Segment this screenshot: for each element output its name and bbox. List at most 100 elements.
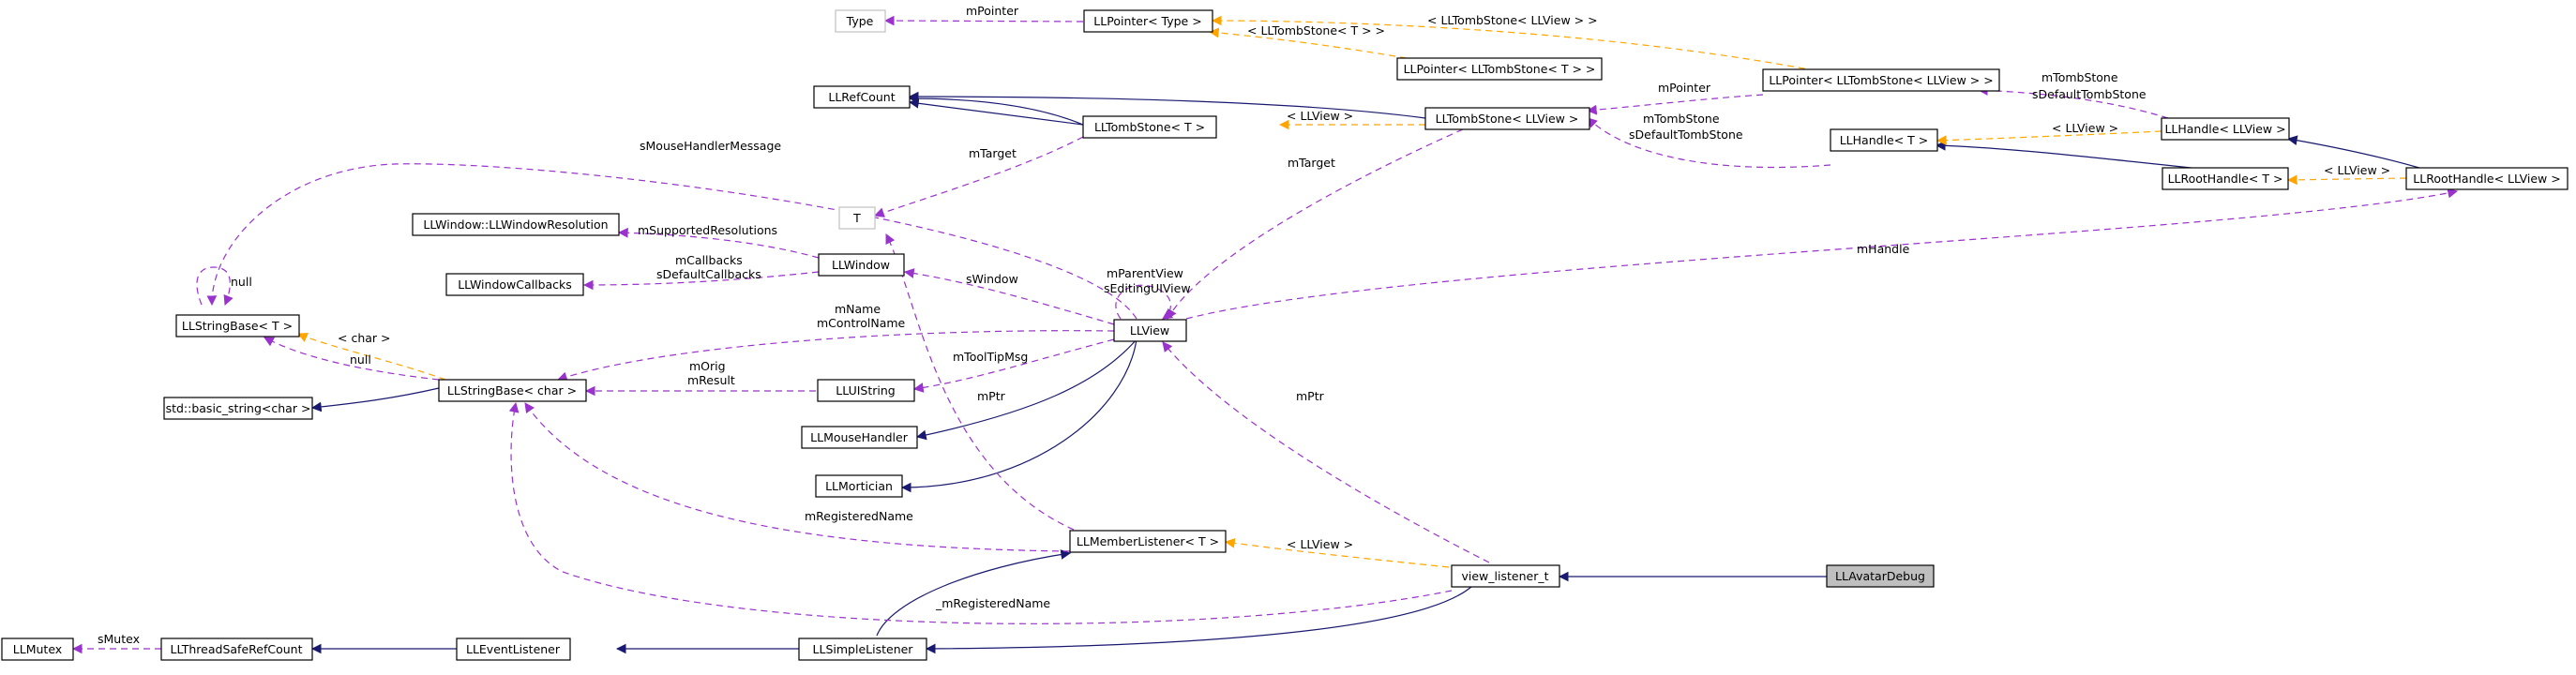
node-lluistring[interactable]: LLUIString [817, 379, 915, 402]
node-lltombstone-llview[interactable]: LLTombStone< LLView > [1424, 107, 1590, 130]
edge-label-mpointer-type: mPointer [966, 4, 1019, 18]
edge-label-sdefault-tombstone-b: sDefaultTombStone [1629, 128, 1743, 142]
edge-label-sdefault-tombstone-a: sDefaultTombStone [2032, 87, 2147, 101]
edge-label-mhandle: mHandle [1857, 242, 1910, 256]
node-llwindowresolution-label: LLWindow::LLWindowResolution [423, 218, 608, 232]
edge-label-morig: mOrig [689, 359, 726, 373]
edge-use-view-listener-stringbase-char [508, 401, 1453, 624]
node-lltombstone-llview-label: LLTombStone< LLView > [1436, 112, 1579, 126]
node-std-basic-string[interactable]: std::basic_string<char > [163, 397, 313, 420]
edge-inherit-tombstone-t-refcount [908, 98, 1084, 126]
node-llrefcount-label: LLRefCount [828, 90, 895, 104]
node-llsimplelistener[interactable]: LLSimpleListener [798, 638, 927, 661]
edge-label-null-b: null [350, 352, 371, 367]
node-llsimplelistener-label: LLSimpleListener [813, 642, 914, 656]
node-llstringbase-t[interactable]: LLStringBase< T > [175, 314, 300, 338]
node-llmortician-label: LLMortician [825, 479, 893, 493]
node-lluistring-label: LLUIString [836, 383, 895, 398]
node-llpointer-type[interactable]: LLPointer< Type > [1083, 9, 1213, 33]
node-llthreadsaferefcount-label: LLThreadSafeRefCount [171, 642, 303, 656]
edge-label-smousehandlermessage: sMouseHandlerMessage [640, 139, 781, 153]
node-llmemberlistener-label: LLMemberListener< T > [1077, 534, 1219, 548]
node-llwindowresolution[interactable]: LLWindow::LLWindowResolution [412, 213, 620, 236]
edge-label-llview-tmpl-a: < LLView > [2052, 121, 2118, 135]
node-llmutex-label: LLMutex [13, 642, 62, 656]
edge-label-mtooltipmsg: mToolTipMsg [953, 350, 1028, 364]
node-llwindow-label: LLWindow [832, 258, 890, 272]
edge-inherit-llview-mousehandler [915, 338, 1137, 441]
node-type[interactable]: Type [835, 9, 886, 33]
edge-label-mpointer-llview: mPointer [1658, 81, 1711, 95]
node-std-basic-string-label: std::basic_string<char > [166, 401, 311, 415]
node-llhandle-llview[interactable]: LLHandle< LLView > [2161, 117, 2290, 141]
edge-label-llview-tmpl-b: < LLView > [1287, 109, 1353, 123]
node-lltombstone-t[interactable]: LLTombStone< T > [1082, 115, 1217, 139]
node-llroothandle-t-label: LLRootHandle< T > [2168, 172, 2283, 186]
edge-label-mname: mName [835, 302, 881, 316]
node-llstringbase-char-label: LLStringBase< char > [447, 383, 577, 398]
edge-label-mcallbacks: mCallbacks [675, 253, 743, 267]
node-llpointer-tombstone-llview[interactable]: LLPointer< LLTombStone< LLView > > [1762, 68, 2000, 92]
edge-label-mregisteredname-b: _mRegisteredName [935, 596, 1050, 610]
node-llmousehandler[interactable]: LLMouseHandler [801, 426, 918, 449]
edge-label-mparentview: mParentView [1107, 266, 1183, 280]
edge-use-handle-t-tombstone [1587, 117, 1831, 169]
node-llthreadsaferefcount[interactable]: LLThreadSafeRefCount [160, 638, 313, 661]
edge-use-llwindow-callbacks [582, 271, 820, 291]
edge-label-mresult: mResult [687, 373, 735, 387]
edge-use-llwindow-resolution [617, 227, 820, 259]
edge-label-sdefaultcallbacks: sDefaultCallbacks [656, 267, 761, 281]
node-llavatardebug[interactable]: LLAvatarDebug [1826, 564, 1935, 588]
edge-label-sediting-uiview: sEditingUIView [1104, 281, 1191, 295]
node-llmutex[interactable]: LLMutex [1, 638, 74, 661]
edge-tmpl-pointer-tombstone-t-pointer-type [1208, 27, 1408, 59]
node-lltombstone-t-label: LLTombStone< T > [1094, 120, 1205, 134]
edge-use-llview-uistring [912, 338, 1115, 393]
edge-tmpl-stringbase-char-stringbase-t [297, 332, 446, 381]
node-llmemberlistener[interactable]: LLMemberListener< T > [1069, 530, 1227, 553]
edge-use-view-listener-llview [1162, 341, 1490, 563]
node-llstringbase-t-label: LLStringBase< T > [182, 319, 293, 333]
edge-use-pointer-type [883, 15, 1084, 26]
node-llpointer-tombstone-t[interactable]: LLPointer< LLTombStone< T > > [1396, 57, 1603, 81]
edge-use-memberlistener-stringbase-char [524, 402, 1071, 552]
edge-label-mregisteredname-a: mRegisteredName [805, 509, 913, 523]
node-llpointer-tombstone-t-label: LLPointer< LLTombStone< T > > [1404, 62, 1596, 76]
edge-label-msupportedresolutions: mSupportedResolutions [638, 223, 777, 237]
edge-use-llview-self [1115, 284, 1174, 320]
edge-inherit-tombstone-refcount [908, 93, 1084, 126]
edge-labels: mPointer < LLTombStone< LLView > > < LLT… [98, 4, 2390, 646]
node-llwindowcallbacks[interactable]: LLWindowCallbacks [445, 273, 584, 296]
edge-use-stringbase-self-null [196, 266, 233, 307]
edge-label-mptr-b: mPtr [1296, 389, 1325, 403]
node-llhandle-t[interactable]: LLHandle< T > [1830, 128, 1938, 152]
node-llstringbase-char[interactable]: LLStringBase< char > [438, 379, 587, 402]
edge-tmpl-handle-llview-handle-t [1936, 130, 2162, 146]
edge-use-llview-llwindow [903, 268, 1115, 325]
edge-label-null-a: null [231, 275, 252, 289]
edge-use-tombstone-llview-llview [1167, 128, 1464, 320]
edge-tmpl-roothandle-llview-roothandle-t [2286, 174, 2407, 186]
node-llrefcount[interactable]: LLRefCount [813, 85, 911, 109]
node-llpointer-tombstone-llview-label: LLPointer< LLTombStone< LLView > > [1769, 73, 1993, 87]
node-llmousehandler-label: LLMouseHandler [810, 430, 909, 444]
node-t[interactable]: T [838, 206, 876, 230]
edge-use-pointer-llview-tombstone [1586, 94, 1764, 115]
node-llview[interactable]: LLView [1113, 319, 1187, 342]
edge-inherit-simplelistener-memberlistener [876, 549, 1072, 637]
node-view-listener-t[interactable]: view_listener_t [1451, 564, 1560, 588]
node-llroothandle-t[interactable]: LLRootHandle< T > [2162, 167, 2289, 190]
nodes: Type LLPointer< Type > LLPointer< LLTomb… [1, 9, 2568, 661]
node-view-listener-t-label: view_listener_t [1462, 569, 1549, 583]
node-llmortician[interactable]: LLMortician [815, 474, 903, 498]
edge-label-tombstone-llview-tmpl: < LLTombStone< LLView > > [1427, 13, 1598, 27]
node-type-label: Type [846, 14, 874, 28]
edge-label-mptr-a: mPtr [977, 389, 1006, 403]
node-lleventlistener[interactable]: LLEventListener [456, 638, 571, 661]
edge-label-mcontrolname: mControlName [817, 316, 906, 330]
edge-inherit-llview-mortician [900, 338, 1137, 493]
node-llview-label: LLView [1130, 323, 1169, 338]
node-llroothandle-llview[interactable]: LLRootHandle< LLView > [2405, 167, 2568, 190]
node-llwindow[interactable]: LLWindow [818, 253, 905, 277]
